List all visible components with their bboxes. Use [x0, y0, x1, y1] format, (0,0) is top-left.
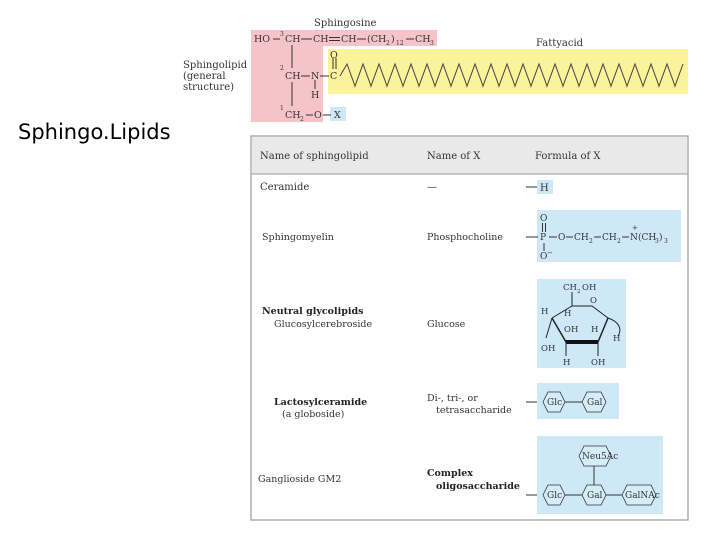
locant-2: 2 — [280, 65, 284, 72]
formula-h-box — [537, 180, 553, 194]
x-group: X — [334, 110, 341, 121]
phosphocholine-box — [537, 210, 681, 262]
ester-oxygen: O — [558, 233, 565, 243]
glc-sugar: Glc — [547, 491, 562, 501]
svg-text:): ) — [659, 232, 663, 243]
c1-ch2-sub: 2 — [300, 116, 304, 123]
row-x-sub: tetrasaccharide — [436, 405, 512, 416]
svg-text:3: 3 — [655, 238, 659, 245]
amide-n: N — [311, 71, 319, 82]
ring-o: O — [590, 296, 597, 306]
row-name: Ganglioside GM2 — [258, 474, 341, 485]
svg-text:OH: OH — [582, 283, 596, 293]
svg-text:OH: OH — [564, 325, 578, 335]
slide-title: Sphingo.Lipids — [18, 120, 171, 144]
phosphorus: P — [540, 233, 546, 243]
general-structure: Sphingosine Fattyacid Sphingolipid (gene… — [183, 18, 688, 123]
c3-ch: CH — [285, 34, 301, 45]
ch2-chain: (CH — [367, 34, 386, 45]
row-x: Di-, tri-, or — [427, 393, 478, 404]
carbonyl-c: C — [330, 71, 337, 82]
table-row: Ceramide — H — [260, 180, 553, 194]
o-charge: − — [547, 249, 553, 257]
row-name: Ceramide — [260, 182, 309, 193]
row-name-sub: (a globoside) — [282, 409, 344, 420]
svg-text:H: H — [563, 358, 570, 368]
glc-sugar: Glc — [547, 398, 562, 408]
table-row: Lactosylceramide (a globoside) Di-, tri-… — [274, 383, 619, 420]
general-structure-label-3: structure) — [183, 82, 234, 93]
fatty-acid-chain — [339, 62, 684, 88]
fatty-acid-highlight — [328, 49, 688, 94]
sphingolipid-table: Name of sphingolipid Name of X Formula o… — [250, 135, 689, 521]
choline-ch2-b: CH — [602, 233, 617, 243]
table-row: Neutral glycolipids Glucosylcerebroside … — [262, 279, 626, 368]
c5-ch: CH — [341, 34, 357, 45]
glucose-ring: CH 2 OH O H H OH H OH H H OH — [541, 283, 620, 368]
table-row: Sphingomyelin Phosphocholine O P O − O C… — [262, 210, 681, 262]
row-name: Neutral glycolipids — [262, 306, 363, 317]
phosphate-o-top: O — [540, 214, 547, 224]
svg-text:H: H — [591, 325, 598, 335]
header-formula: Formula of X — [535, 151, 601, 162]
ho-group: HO — [254, 34, 270, 45]
formula-h: H — [540, 183, 549, 194]
svg-text:H: H — [564, 309, 571, 319]
locant-1: 1 — [280, 105, 284, 112]
c4-ch: CH — [313, 34, 329, 45]
header-x: Name of X — [427, 151, 481, 162]
gal-sugar: Gal — [587, 398, 603, 408]
c2-ch: CH — [285, 71, 301, 82]
sphingosine-highlight — [251, 30, 437, 46]
table-row: Ganglioside GM2 Complex oligosaccharide … — [258, 436, 663, 514]
svg-text:H: H — [541, 307, 548, 317]
amide-h: H — [311, 90, 319, 101]
row-name: Lactosylceramide — [274, 397, 367, 408]
ester-o: O — [314, 110, 322, 121]
choline-ch2-a: CH — [574, 233, 589, 243]
row-x: Phosphocholine — [427, 232, 503, 243]
n-charge: + — [632, 224, 638, 232]
x-group-highlight — [330, 107, 346, 121]
general-structure-label-2: (general — [183, 71, 226, 82]
svg-text:OH: OH — [591, 358, 605, 368]
fatty-acid-label: Fattyacid — [536, 38, 584, 49]
svg-text:2: 2 — [577, 289, 581, 295]
row-x: — — [427, 182, 437, 193]
locant-3: 3 — [280, 31, 284, 38]
trimethyl: (CH — [638, 232, 656, 243]
svg-text:OH: OH — [541, 344, 555, 354]
svg-text:2: 2 — [617, 238, 621, 245]
galnac-sugar: GalNAc — [625, 491, 660, 501]
carbonyl-o: O — [330, 50, 338, 61]
general-structure-label-1: Sphingolipid — [183, 60, 248, 71]
sphingosine-highlight-stem — [251, 46, 323, 122]
ch2oh: CH — [563, 283, 577, 293]
ch2-sub: 2 — [386, 40, 390, 47]
header-name: Name of sphingolipid — [260, 151, 369, 162]
svg-text:): ) — [391, 34, 395, 45]
row-name-sub: Glucosylcerebroside — [274, 319, 373, 330]
gal-sugar: Gal — [587, 491, 603, 501]
c1-ch2: CH — [285, 110, 301, 121]
sphingosine-label: Sphingosine — [314, 18, 377, 29]
glucose-box — [537, 279, 626, 368]
svg-text:2: 2 — [589, 238, 593, 245]
phosphate-o-bottom: O — [540, 252, 547, 262]
choline-n: N — [630, 233, 638, 243]
table-header — [252, 137, 687, 174]
chain-repeat: 12 — [396, 40, 404, 47]
neu5ac-sugar: Neu5Ac — [582, 452, 618, 462]
svg-text:H: H — [613, 334, 620, 344]
terminal-ch3-sub: 3 — [430, 40, 434, 47]
row-name: Sphingomyelin — [262, 232, 334, 243]
row-x: Glucose — [427, 319, 466, 330]
row-x-sub: oligosaccharide — [436, 481, 520, 492]
terminal-ch3: CH — [415, 34, 431, 45]
svg-text:3: 3 — [664, 238, 668, 245]
row-x: Complex — [427, 468, 473, 479]
